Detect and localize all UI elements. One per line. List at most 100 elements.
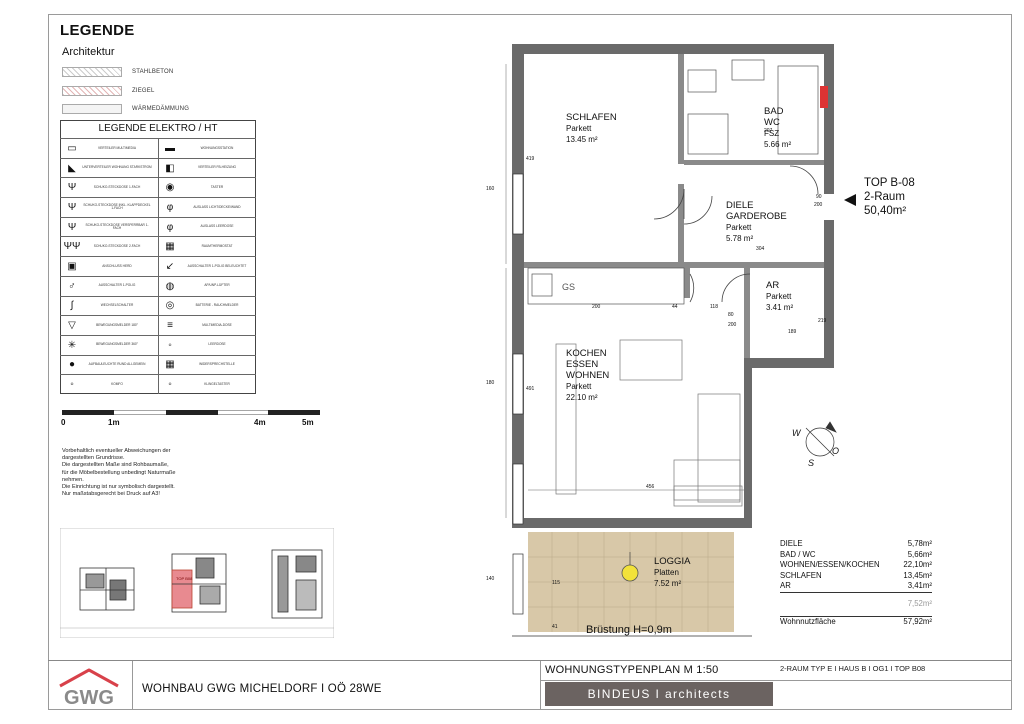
- dim-label: 456: [646, 484, 655, 490]
- dim-label: 200: [728, 322, 737, 328]
- dim-label: 115: [552, 580, 560, 586]
- unit-label: TOP B-08 2-Raum 50,40m²: [864, 176, 915, 218]
- legend-symbol-icon: Ψ: [67, 221, 77, 233]
- legend-entry: KOMFO: [111, 381, 123, 386]
- legend-symbol-icon: ◦: [168, 379, 172, 391]
- elektro-legend-title: LEGENDE ELEKTRO / HT: [98, 123, 218, 134]
- legend-symbol-icon: ◦: [70, 379, 74, 391]
- note-line: Die dargestellten Maße sind Rohbaumaße,: [62, 462, 169, 469]
- legend-symbol-icon: ▬: [165, 142, 175, 154]
- room-label-bad: BAD WC FSZ 5.66 m²: [764, 106, 792, 149]
- footer-divider: [540, 680, 1012, 681]
- scale-label: 5m: [302, 418, 314, 427]
- stahlbeton-swatch: [62, 67, 122, 77]
- legend-entry: ANSCHLUSS HERD: [102, 263, 132, 268]
- legend-symbol-icon: ▣: [67, 260, 77, 272]
- note-line: für die Möbelbestellung unbedingt Naturm…: [62, 469, 176, 476]
- floor-plan: [505, 44, 837, 637]
- room-label-ar: AR Parkett 3.41 m²: [766, 280, 794, 312]
- key-plans: TOP B08: [60, 528, 334, 638]
- legend-entry: AUSSCHALTER 1-POLIG BELEUCHTET: [187, 263, 247, 268]
- note-line: Nur maßstabsgerecht bei Druck auf A3!: [62, 491, 160, 498]
- dim-label: 180: [486, 380, 495, 386]
- legend-symbol-icon: φ: [166, 201, 174, 213]
- scale-label: 0: [61, 418, 66, 427]
- legend-entry: TASTER: [210, 184, 224, 189]
- legend-symbol-icon: ▭: [67, 142, 77, 154]
- scale-bar: [62, 410, 320, 415]
- dim-label: 491: [526, 386, 535, 392]
- legend-symbol-icon: ♂: [68, 280, 76, 292]
- keyplan-label: TOP B08: [176, 576, 193, 581]
- legend-entry: AP/UNP-LÜFTER: [204, 283, 230, 288]
- legend-entry: WECHSELSCHALTER: [100, 303, 134, 308]
- legend-entry: AUSLASS LEERDOSE: [200, 224, 234, 229]
- title-block: [48, 660, 1012, 711]
- area-row-loggia: 7,52m²: [907, 598, 932, 608]
- note-line: dargestellten Grundrisse.: [62, 455, 125, 462]
- dim-label: 41: [552, 624, 558, 630]
- furniture: [555, 339, 743, 507]
- architecture-heading: Architektur: [62, 46, 115, 58]
- dim-label: 304: [756, 246, 765, 252]
- unit-type: 2-Raum: [864, 191, 905, 203]
- kitchen-fixtures: [527, 267, 685, 305]
- keyplan-2: [171, 553, 227, 613]
- dim-label: 200: [814, 202, 823, 208]
- legend-symbol-icon: ✳: [67, 339, 77, 351]
- project-title: WOHNBAU GWG MICHELDORF I OÖ 28WE: [142, 683, 382, 695]
- keyplan-1: [79, 567, 135, 611]
- plan-notes: Vorbehaltlich eventueller Abweichungen d…: [62, 448, 262, 498]
- gwg-logo: GWG: [59, 668, 119, 708]
- door-swings: [653, 165, 819, 303]
- loggia-lamp: [621, 564, 639, 582]
- legend-symbol-icon: ▦: [165, 359, 175, 371]
- compass-east: O: [832, 446, 840, 456]
- interior-walls: [524, 54, 824, 358]
- bathroom-fixtures: [687, 59, 819, 155]
- dim-label: 90: [816, 194, 822, 200]
- legend-entry: BEWEGUNGSMELDER 360°: [96, 342, 138, 347]
- legend-entry: WOHNUNGSSTATION: [200, 145, 234, 150]
- legend-entry: LEERDOSE: [208, 342, 226, 347]
- room-label-kochen: KOCHEN ESSEN WOHNEN Parkett 22.10 m²: [566, 348, 610, 402]
- legend-symbol-icon: ◧: [165, 162, 175, 174]
- legend-entry: KLINGELTASTER: [204, 381, 230, 386]
- legend-entry: SCHUKO-STECKDOSE INKL. KLAPPDECKEL 1-FAC…: [83, 202, 151, 211]
- legend-symbol-icon: ◦: [168, 339, 172, 351]
- windows: [512, 173, 524, 615]
- legend-title: LEGENDE: [60, 22, 135, 39]
- legend-entry: SCHUKO-STECKDOSE 1-FACH: [93, 184, 141, 189]
- dim-label: 219: [818, 318, 827, 324]
- legend-symbol-icon: ◉: [165, 182, 175, 194]
- legend-entry: AUFBAULEUCHTE RUND ALLGEMEIN: [88, 362, 146, 367]
- legend-symbol-icon: ↙: [165, 260, 175, 272]
- legend-entry: VERTEILER FB-HEIZUNG: [197, 165, 237, 170]
- dim-label: 44: [672, 304, 678, 310]
- waermedaemmung-swatch: [62, 104, 122, 114]
- footer-divider: [540, 661, 541, 709]
- legend-entry: BEWEGUNGSMELDER 180°: [96, 322, 138, 327]
- legend-entry: WIDERSPRECHSTELLE: [199, 362, 235, 367]
- logo-text: GWG: [64, 687, 114, 708]
- room-label-schlafen: SCHLAFEN Parkett 13.45 m²: [566, 112, 617, 144]
- legend-symbol-icon: φ: [166, 221, 174, 233]
- balustrade-label: Brüstung H=0,9m: [586, 624, 672, 636]
- unit-type-line: 2-RAUM TYP E I HAUS B I OG1 I TOP B08: [780, 664, 926, 673]
- legend-entry: MULTIMEDIA-DOSE: [202, 322, 232, 327]
- legend-symbol-icon: Ψ: [67, 182, 77, 194]
- legend-symbol-icon: ●: [68, 359, 76, 371]
- dim-label: 80: [728, 312, 734, 318]
- compass: [805, 421, 837, 457]
- room-label-loggia: LOGGIA Platten 7.52 m²: [654, 556, 691, 588]
- gas-label: GS: [562, 282, 576, 292]
- legend-entry: VERTEILER MULTIMEDIA: [98, 145, 136, 150]
- legend-symbol-icon: ◍: [165, 280, 175, 292]
- legend-symbol-icon: ≡: [167, 320, 173, 332]
- legend-symbol-icon: ∫: [70, 300, 74, 312]
- ziegel-swatch: [62, 86, 122, 96]
